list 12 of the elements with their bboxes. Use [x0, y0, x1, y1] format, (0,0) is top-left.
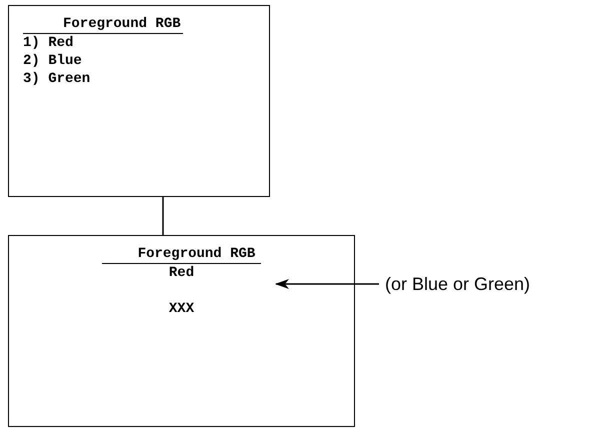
connector-line	[162, 197, 164, 235]
menu-text: 1) Red	[23, 35, 74, 51]
menu-text: XXX	[168, 301, 194, 317]
screen-box	[8, 5, 270, 197]
screen-box	[8, 235, 355, 427]
menu-text: 3) Green	[23, 71, 90, 87]
screen-heading: Foreground RGB	[23, 16, 183, 34]
screen-heading: Foreground RGB	[102, 246, 262, 264]
note-text: (or Blue or Green)	[385, 273, 530, 295]
menu-text: Red	[168, 265, 194, 281]
menu-text: 2) Blue	[23, 53, 82, 69]
arrow	[275, 279, 379, 289]
